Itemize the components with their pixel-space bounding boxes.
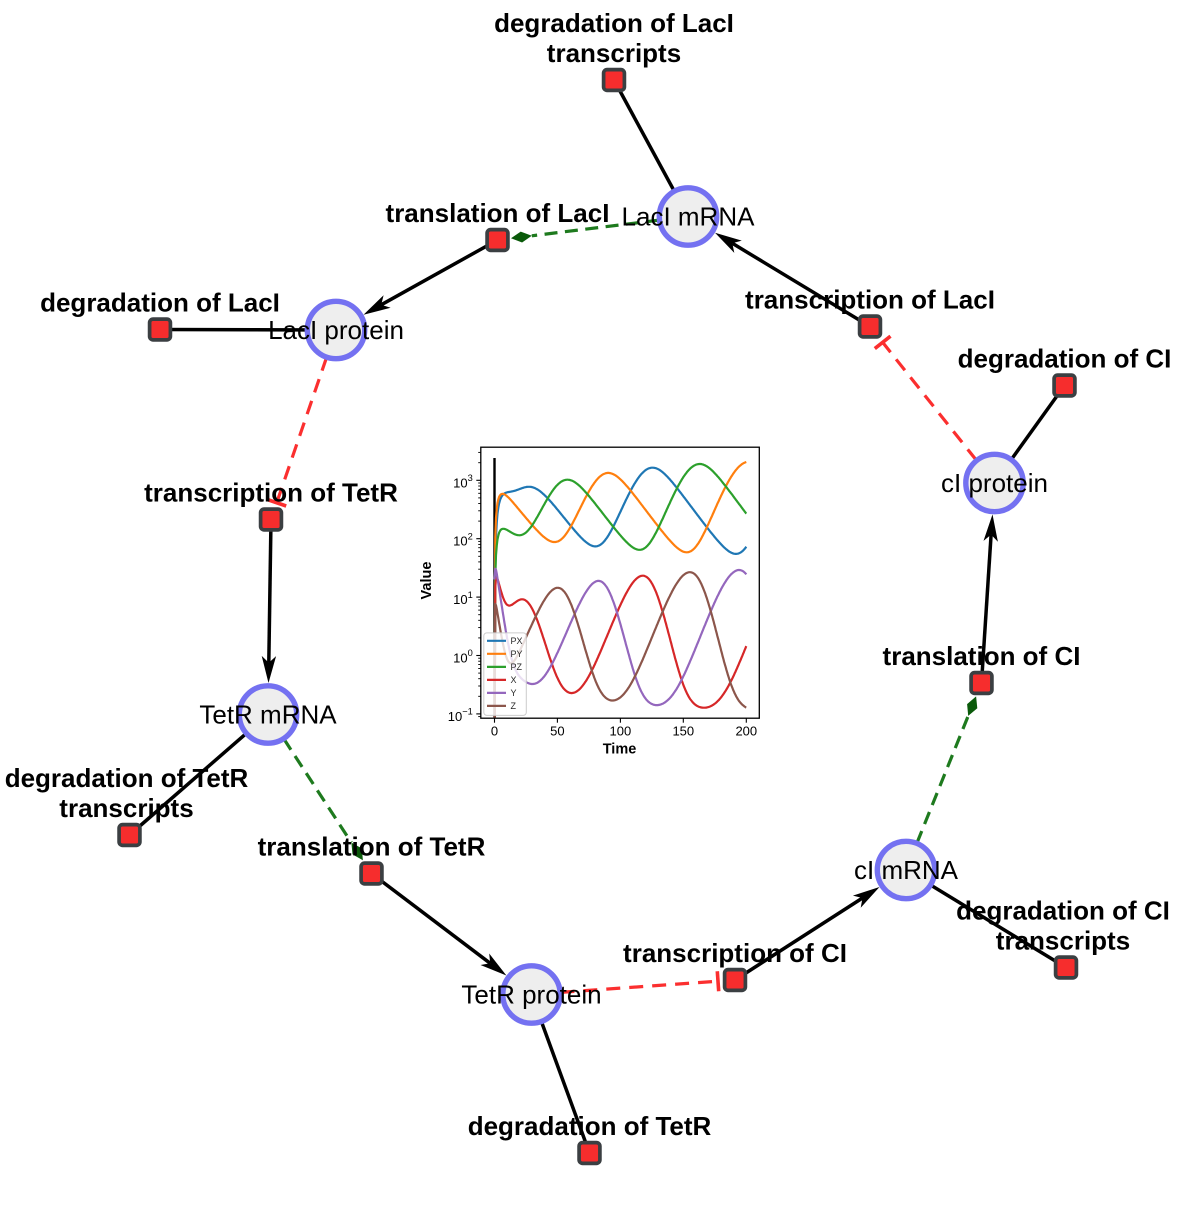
svg-text:PX: PX [511, 636, 523, 646]
svg-text:Z: Z [511, 701, 517, 711]
svg-text:degradation of CI: degradation of CI [958, 344, 1172, 374]
svg-text:translation of TetR: translation of TetR [258, 832, 486, 862]
svg-text:50: 50 [550, 724, 564, 739]
svg-text:cI mRNA: cI mRNA [854, 855, 959, 885]
svg-text:transcripts: transcripts [996, 926, 1130, 956]
svg-text:0: 0 [491, 724, 498, 739]
svg-text:translation of CI: translation of CI [883, 641, 1081, 671]
svg-text:LacI protein: LacI protein [268, 315, 404, 345]
svg-text:transcripts: transcripts [547, 38, 681, 68]
svg-text:PY: PY [511, 649, 523, 659]
svg-text:degradation of LacI: degradation of LacI [40, 288, 280, 318]
svg-text:100: 100 [453, 648, 473, 665]
svg-text:LacI mRNA: LacI mRNA [622, 202, 756, 232]
svg-text:degradation of TetR: degradation of TetR [5, 763, 249, 793]
svg-text:Y: Y [511, 688, 517, 698]
svg-text:translation of LacI: translation of LacI [386, 198, 610, 228]
svg-text:100: 100 [610, 724, 632, 739]
svg-text:200: 200 [735, 724, 757, 739]
svg-text:101: 101 [453, 590, 473, 607]
svg-text:Time: Time [603, 742, 637, 758]
svg-text:150: 150 [672, 724, 694, 739]
svg-text:TetR mRNA: TetR mRNA [199, 700, 337, 730]
svg-text:103: 103 [453, 473, 473, 490]
svg-text:degradation of LacI: degradation of LacI [494, 8, 734, 38]
svg-text:X: X [511, 675, 517, 685]
svg-text:transcription of CI: transcription of CI [623, 938, 847, 968]
svg-text:degradation of CI: degradation of CI [956, 896, 1170, 926]
svg-text:degradation of TetR: degradation of TetR [468, 1111, 712, 1141]
svg-text:102: 102 [453, 531, 473, 548]
svg-text:cI protein: cI protein [941, 468, 1048, 498]
svg-text:10−1: 10−1 [448, 707, 473, 724]
svg-text:PZ: PZ [511, 662, 523, 672]
svg-text:transcripts: transcripts [59, 793, 193, 823]
svg-text:transcription of LacI: transcription of LacI [745, 285, 995, 315]
svg-text:TetR protein: TetR protein [461, 980, 601, 1010]
svg-text:transcription of TetR: transcription of TetR [144, 478, 398, 508]
svg-text:Value: Value [419, 562, 435, 600]
